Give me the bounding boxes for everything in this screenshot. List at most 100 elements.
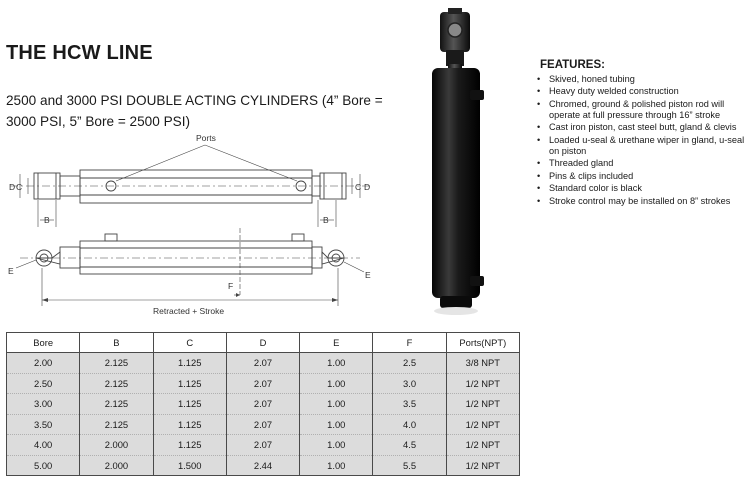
table-row: 4.00 2.000 1.125 2.07 1.00 4.5 1/2 NPT xyxy=(5,434,521,456)
cell-b: 2.125 xyxy=(79,352,154,374)
feature-item: • Stroke control may be installed on 8” s… xyxy=(537,196,749,207)
cell-b: 2.125 xyxy=(79,373,154,394)
table-row: 5.00 2.000 1.500 2.44 1.00 5.5 1/2 NPT xyxy=(5,455,521,476)
cell-d: 2.07 xyxy=(225,393,301,415)
cell-f: 4.0 xyxy=(372,414,447,435)
spec-table: Bore B C D E F Ports(NPT) 2.00 2.125 1.1… xyxy=(5,332,521,476)
cell-bore: 4.00 xyxy=(5,434,81,456)
dim-f-label: F xyxy=(228,281,233,291)
table-header-row: Bore B C D E F Ports(NPT) xyxy=(5,332,521,353)
feature-text: Skived, honed tubing xyxy=(549,74,635,84)
col-header-bore: Bore xyxy=(5,332,81,353)
cell-d: 2.07 xyxy=(225,352,301,374)
features-list: • Skived, honed tubing • Heavy duty welded… xyxy=(537,74,749,208)
feature-text: Chromed, ground & polished piston rod wi… xyxy=(549,98,725,120)
port-boss-right xyxy=(291,233,305,242)
bullet-icon: • xyxy=(537,74,541,84)
port-boss-left xyxy=(104,233,118,242)
dim-b-left-label: B xyxy=(44,215,50,225)
cell-bore: 2.00 xyxy=(5,352,81,374)
cell-ports: 1/2 NPT xyxy=(445,373,521,394)
col-header-ports: Ports(NPT) xyxy=(445,332,521,353)
cell-d: 2.07 xyxy=(225,434,301,456)
table-row: 3.50 2.125 1.125 2.07 1.00 4.0 1/2 NPT xyxy=(5,414,521,435)
table-row: 3.00 2.125 1.125 2.07 1.00 3.5 1/2 NPT xyxy=(5,393,521,415)
cell-ports: 1/2 NPT xyxy=(445,455,521,476)
cell-ports: 1/2 NPT xyxy=(445,434,521,456)
ports-label: Ports xyxy=(196,133,216,143)
table-row: 2.00 2.125 1.125 2.07 1.00 2.5 3/8 NPT xyxy=(5,352,521,374)
bullet-icon: • xyxy=(537,98,541,109)
cell-b: 2.125 xyxy=(79,414,154,435)
cell-b: 2.000 xyxy=(79,455,154,476)
cell-d: 2.07 xyxy=(225,414,301,435)
feature-item: • Skived, honed tubing xyxy=(537,74,749,85)
col-header-d: D xyxy=(225,332,301,353)
cell-e: 1.00 xyxy=(299,373,374,394)
cell-c: 1.125 xyxy=(152,352,227,374)
cylinder-dimension-drawing: Ports D C C D B B E E F Retracted + Stro… xyxy=(8,133,372,316)
bullet-icon: • xyxy=(537,158,541,169)
cell-f: 2.5 xyxy=(372,352,447,374)
page-title: THE HCW LINE xyxy=(6,42,153,64)
dim-d-left-label: D xyxy=(9,182,15,192)
page-subtitle: 2500 and 3000 PSI DOUBLE ACTING CYLINDER… xyxy=(6,93,383,129)
cell-f: 3.0 xyxy=(372,373,447,394)
feature-text: Cast iron piston, cast steel butt, gland… xyxy=(549,122,737,133)
feature-item: • Heavy duty welded construction xyxy=(537,86,749,97)
cell-ports: 1/2 NPT xyxy=(445,414,521,435)
feature-text: Threaded gland xyxy=(549,158,614,169)
feature-text: Heavy duty welded construction xyxy=(549,86,679,97)
cell-e: 1.00 xyxy=(299,434,374,456)
dim-b-right-label: B xyxy=(323,215,329,225)
feature-item: •Standard color is black xyxy=(537,183,749,194)
feature-text: Loaded u-seal & urethane wiper in gland,… xyxy=(549,134,745,156)
cell-c: 1.125 xyxy=(152,393,227,415)
feature-item: • Pins & clips included xyxy=(537,171,749,182)
cell-e: 1.00 xyxy=(299,414,374,435)
dim-d-right-label: D xyxy=(364,182,370,192)
cell-bore: 5.00 xyxy=(5,455,81,476)
cell-bore: 3.50 xyxy=(5,414,81,435)
feature-item: • Threaded gland xyxy=(537,158,749,169)
cell-e: 1.00 xyxy=(299,393,374,415)
bullet-icon: • xyxy=(537,134,541,145)
bullet-icon: • xyxy=(537,183,541,194)
bullet-icon: • xyxy=(537,122,541,133)
cell-bore: 2.50 xyxy=(5,373,81,394)
bullet-icon: • xyxy=(537,170,541,181)
cell-ports: 1/2 NPT xyxy=(445,393,521,415)
cell-d: 2.07 xyxy=(225,373,301,394)
cell-c: 1.125 xyxy=(152,414,227,435)
cell-bore: 3.00 xyxy=(5,393,81,415)
cell-c: 1.125 xyxy=(152,434,227,456)
feature-text: Pins & clips included xyxy=(549,170,634,181)
feature-text: Stroke control may be installed on 8” st… xyxy=(549,195,731,206)
cell-c: 1.500 xyxy=(152,455,227,476)
feature-item: • Cast iron piston, cast steel butt, glan… xyxy=(537,122,749,133)
cylinder-product-image xyxy=(432,8,484,315)
retracted-stroke-label: Retracted + Stroke xyxy=(153,306,224,316)
features-heading: FEATURES: xyxy=(540,59,605,71)
cell-c: 1.125 xyxy=(152,373,227,394)
cell-e: 1.00 xyxy=(299,352,374,374)
dim-e-right-label: E xyxy=(365,270,371,280)
cell-f: 4.5 xyxy=(372,434,447,456)
cell-b: 2.125 xyxy=(79,393,154,415)
bullet-icon: • xyxy=(537,86,541,97)
col-header-e: E xyxy=(299,332,374,353)
cell-e: 1.00 xyxy=(299,455,374,476)
col-header-c: C xyxy=(152,332,227,353)
dim-c-right-label: C xyxy=(355,182,361,192)
cell-b: 2.000 xyxy=(79,434,154,456)
table-row: 2.50 2.125 1.125 2.07 1.00 3.0 1/2 NPT xyxy=(5,373,521,394)
col-header-b: B xyxy=(79,332,154,353)
bullet-icon: • xyxy=(537,195,541,206)
cylinder-body-side-view xyxy=(79,240,313,275)
dim-c-left-label: C xyxy=(16,182,22,192)
cell-f: 5.5 xyxy=(372,455,447,476)
feature-item: • Loaded u-seal & urethane wiper in gland… xyxy=(537,135,749,157)
feature-item: • Chromed, ground & polished piston rod w… xyxy=(537,99,749,121)
cell-d: 2.44 xyxy=(225,455,301,476)
cylinder-body-top-view xyxy=(79,169,313,204)
